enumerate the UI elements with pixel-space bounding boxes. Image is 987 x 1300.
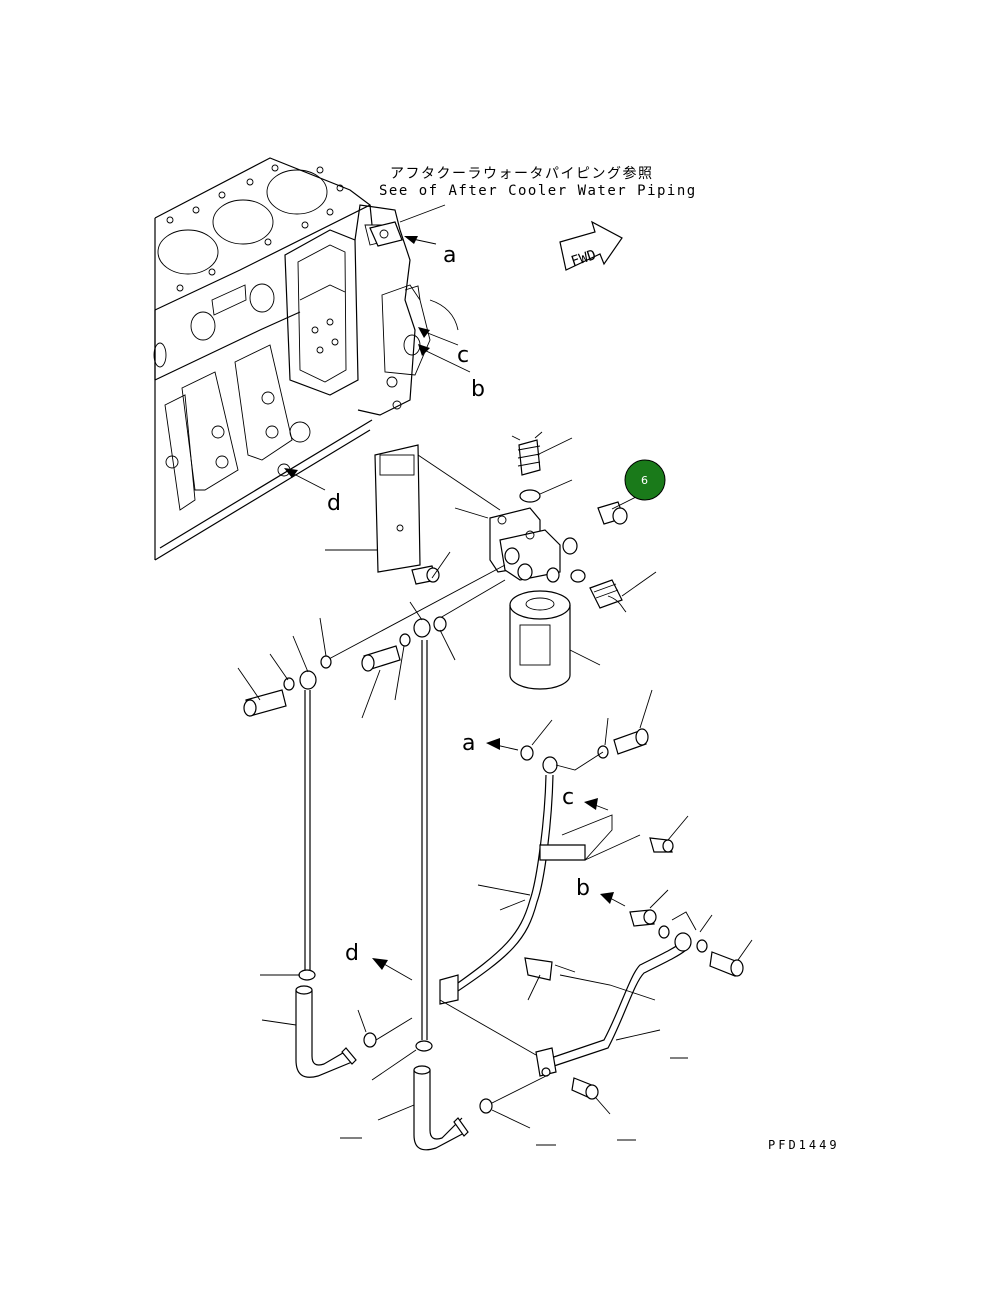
pipe-assembly — [439, 689, 753, 1146]
reference-note-en: See of After Cooler Water Piping — [379, 183, 697, 199]
callout-c-top: c — [457, 343, 469, 368]
badge-circle — [624, 459, 666, 501]
upper-connections — [237, 564, 506, 1040]
callout-b-bottom: b — [576, 876, 590, 901]
callout-d-bottom: d — [345, 941, 359, 966]
callout-a-bottom: a — [462, 731, 475, 756]
callout-d-top: d — [327, 491, 341, 516]
part-number-badge[interactable]: 6 — [624, 459, 666, 501]
callout-c-bottom: c — [562, 785, 574, 810]
badge-number: 6 — [641, 474, 648, 487]
reference-note-jp: アフタクーラウォータパイピング参照 — [390, 165, 654, 182]
drawing-code: PFD1449 — [768, 1138, 840, 1152]
fwd-arrow-icon: FWD — [559, 220, 623, 271]
callout-b-top: b — [471, 377, 485, 402]
reference-note: アフタクーラウォータパイピング参照 See of After Cooler Wa… — [379, 165, 697, 199]
callout-arrows — [284, 204, 626, 981]
fwd-label: FWD — [569, 247, 598, 270]
engine-block — [153, 157, 459, 561]
lower-hoses — [260, 969, 469, 1151]
filter-head-assembly — [325, 431, 657, 690]
callout-a-top: a — [443, 243, 456, 268]
